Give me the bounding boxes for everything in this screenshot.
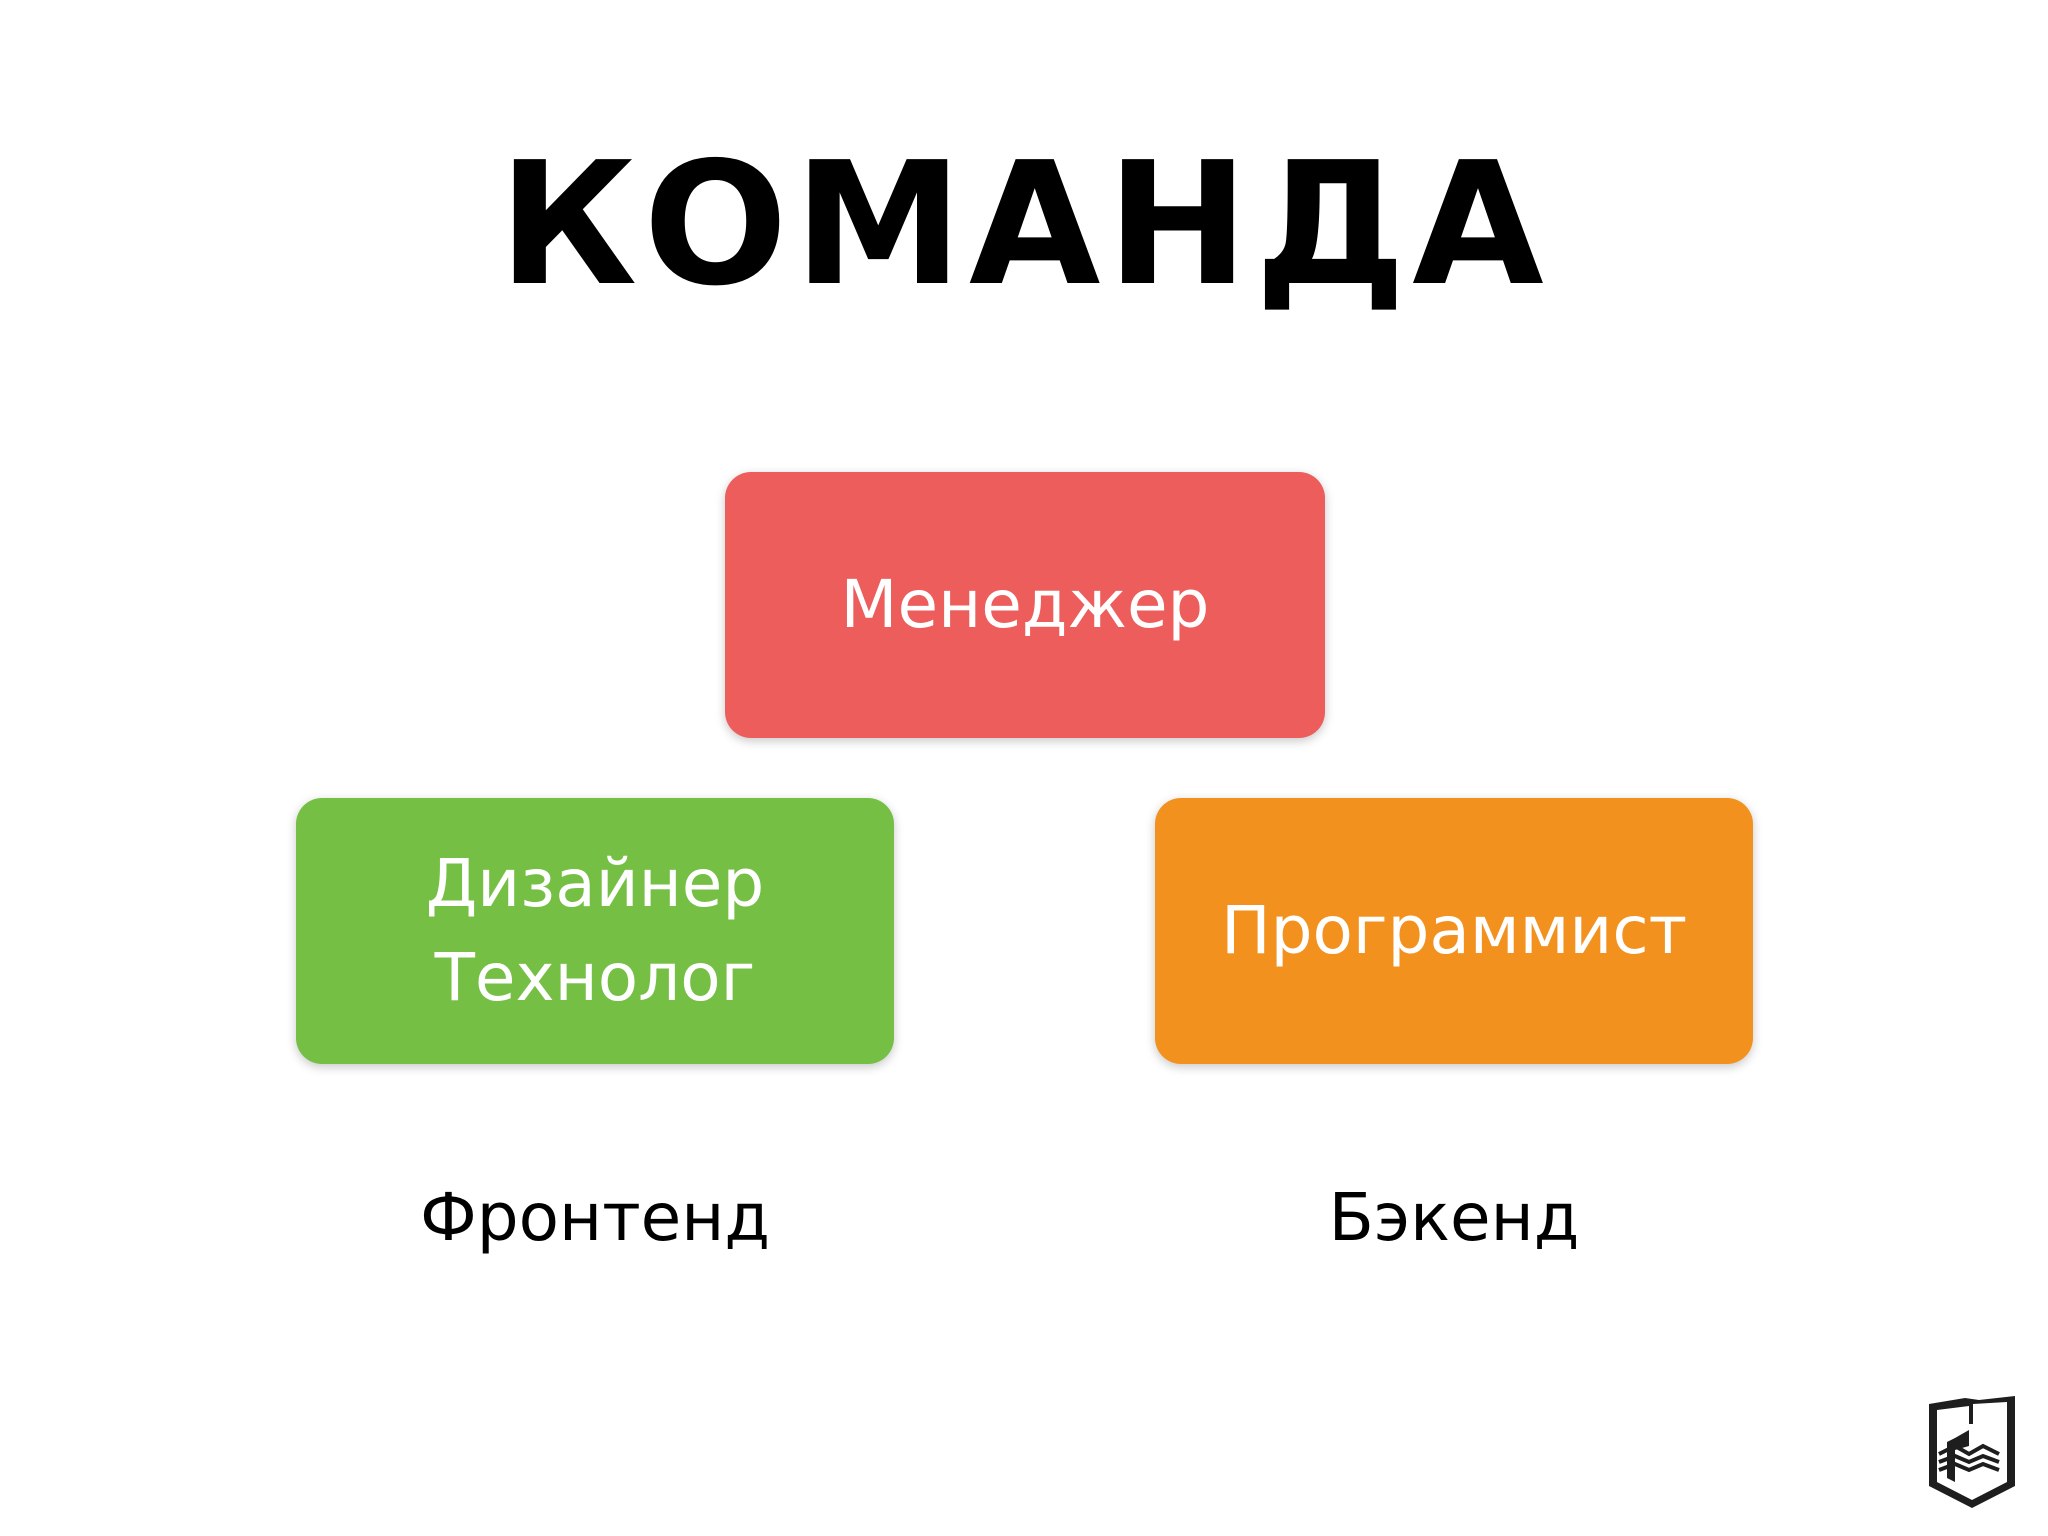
designer-label: Дизайнер — [425, 845, 765, 922]
logo-svg — [1929, 1396, 2015, 1508]
programmer-box: Программист — [1155, 798, 1753, 1064]
manager-label: Менеджер — [840, 566, 1210, 643]
technologist-label: Технолог — [434, 939, 756, 1016]
shield-book-icon — [1925, 1390, 2019, 1510]
designer-technologist-box: Дизайнер Технолог — [296, 798, 894, 1064]
frontend-caption: Фронтенд — [419, 1179, 771, 1256]
slide-title: КОМАНДА — [498, 126, 1550, 324]
manager-box: Менеджер — [725, 472, 1325, 738]
backend-caption: Бэкенд — [1328, 1179, 1580, 1256]
programmer-label: Программист — [1220, 892, 1688, 969]
